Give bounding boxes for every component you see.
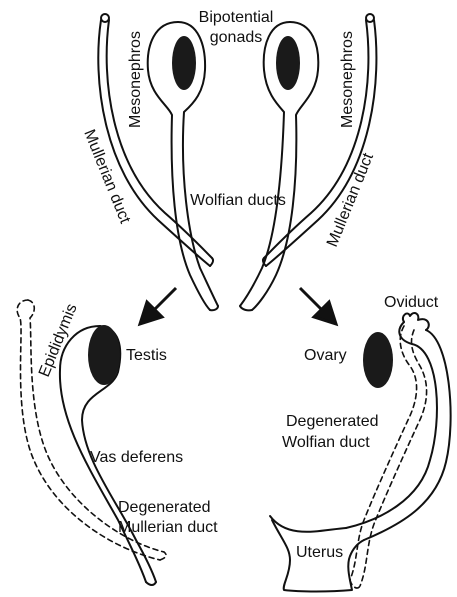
- differentiation-arrows: [140, 288, 336, 324]
- left-mullerian-duct: [98, 14, 213, 266]
- right-bipotential-gonad: [276, 36, 300, 90]
- ovary-label: Ovary: [304, 347, 347, 364]
- oviduct-label: Oviduct: [384, 294, 439, 311]
- indifferent-stage: Bipotential gonads Mesonephros Mesonephr…: [80, 9, 377, 310]
- degenerated-mullerian-duct-label-line2: Mullerian duct: [118, 519, 218, 536]
- mesonephros-right-label: Mesonephros: [339, 31, 356, 128]
- right-wolffian-duct-end: [240, 306, 252, 310]
- left-mullerian-duct-end: [210, 258, 213, 266]
- left-wolffian-duct-end: [210, 306, 218, 310]
- epididymis-label: Epididymis: [36, 301, 81, 379]
- uterus-top-left: [270, 516, 346, 532]
- degenerated-wolffian-duct-label-line2: Wolfian duct: [282, 434, 370, 451]
- arrow-to-male: [140, 288, 176, 324]
- degenerated-mullerian-duct-end: [160, 552, 166, 560]
- mullerian-duct-right-label: Mullerian duct: [324, 150, 377, 249]
- bipotential-gonads-label-line2: gonads: [210, 29, 263, 46]
- vas-deferens-end: [146, 582, 156, 585]
- testis-shape: [88, 325, 120, 385]
- male-stage: Epididymis Testis Vas deferens Degenerat…: [17, 300, 218, 585]
- left-mullerian-duct-ostium: [101, 14, 109, 22]
- left-bipotential-gonad: [172, 36, 196, 90]
- left-gonad-ridge: [148, 22, 218, 310]
- mesonephros-left-label: Mesonephros: [127, 31, 144, 128]
- vas-deferens-label: Vas deferens: [90, 449, 183, 466]
- degenerated-wolffian-duct-label-line1: Degenerated: [286, 413, 379, 430]
- female-stage: Oviduct Ovary Degenerated Wolfian duct U…: [270, 294, 451, 592]
- right-mullerian-duct-ostium: [366, 14, 374, 22]
- bipotential-gonads-label-line1: Bipotential: [199, 9, 274, 26]
- arrow-to-female: [300, 288, 336, 324]
- testis-label: Testis: [126, 347, 167, 364]
- right-gonad-ridge: [240, 22, 318, 310]
- uterus-label: Uterus: [296, 544, 343, 561]
- wolffian-ducts-label: Wolfian ducts: [190, 192, 286, 209]
- degenerated-mullerian-duct-label-line1: Degenerated: [118, 499, 211, 516]
- oviduct-fimbriae: [403, 313, 429, 330]
- ovary-shape: [363, 332, 393, 388]
